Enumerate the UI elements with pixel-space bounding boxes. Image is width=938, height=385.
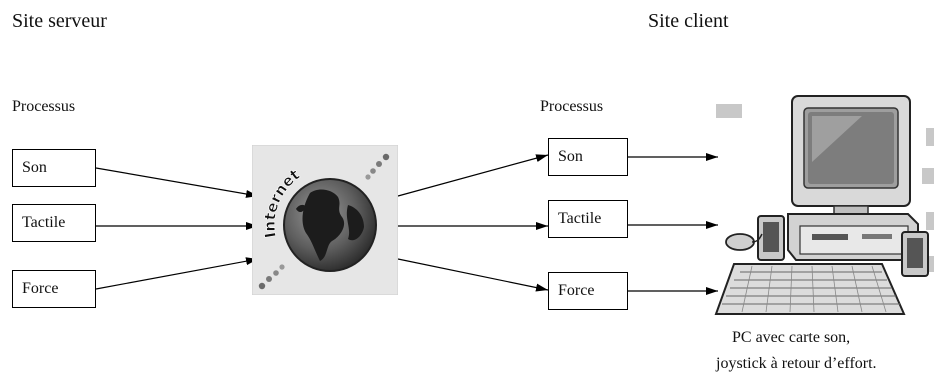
server-site-title: Site serveur: [12, 10, 107, 32]
arrow-server-force-to-internet: [95, 257, 259, 290]
desktop-computer-icon: [714, 95, 934, 315]
client-box-tactile: Tactile: [548, 200, 628, 238]
client-box-sound: Son: [548, 138, 628, 176]
globe-icon: Internet: [252, 145, 398, 295]
server-box-sound: Son: [12, 149, 96, 187]
pc-caption-line-1: PC avec carte son,: [732, 329, 851, 346]
server-box-force: Force: [12, 270, 96, 308]
arrow-server-sound-to-internet: [95, 167, 259, 198]
server-processes-label: Processus: [12, 98, 76, 115]
arrow-internet-to-client-force: [397, 258, 549, 292]
pc-caption-line-2: joystick à retour d’effort.: [716, 355, 877, 372]
server-box-tactile: Tactile: [12, 204, 96, 242]
client-processes-label: Processus: [540, 98, 604, 115]
client-site-title: Site client: [648, 10, 729, 32]
arrow-internet-to-client-sound: [397, 154, 549, 197]
client-box-force: Force: [548, 272, 628, 310]
